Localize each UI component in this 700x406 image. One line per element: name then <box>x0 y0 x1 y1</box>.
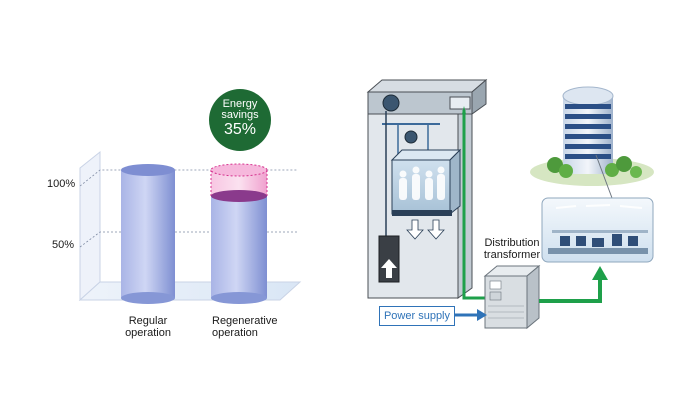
badge-line-1: Energy <box>222 98 258 110</box>
passengers-icon <box>399 166 445 200</box>
transformer-label: Distribution transformer <box>483 237 541 261</box>
elevator-shaft <box>366 78 488 299</box>
down-arrow-icon <box>427 219 445 240</box>
badge-value: 35% <box>223 121 257 138</box>
chart-back-wall <box>79 150 101 302</box>
badge-line-2: savings <box>221 109 259 121</box>
regen-to-office-line <box>539 278 602 303</box>
regen-power-line <box>462 110 490 300</box>
up-arrow-icon <box>381 259 397 278</box>
down-arrow-icon <box>406 219 424 240</box>
tick-label-100: 100% <box>47 178 76 190</box>
distribution-transformer <box>483 264 541 330</box>
power-supply-label: Power supply <box>379 306 455 326</box>
traction-motor-icon <box>382 94 400 112</box>
bar-regenerative <box>210 163 268 304</box>
bar-regular <box>121 164 175 304</box>
bar-label-regenerative: Regenerative operation <box>212 315 278 339</box>
tick-label-50: 50% <box>52 239 75 251</box>
bar-label-regular: Regular operation <box>125 315 171 339</box>
office-building <box>530 86 654 263</box>
energy-savings-badge: Energy savings 35% <box>209 89 271 151</box>
bar-chart <box>78 150 302 304</box>
